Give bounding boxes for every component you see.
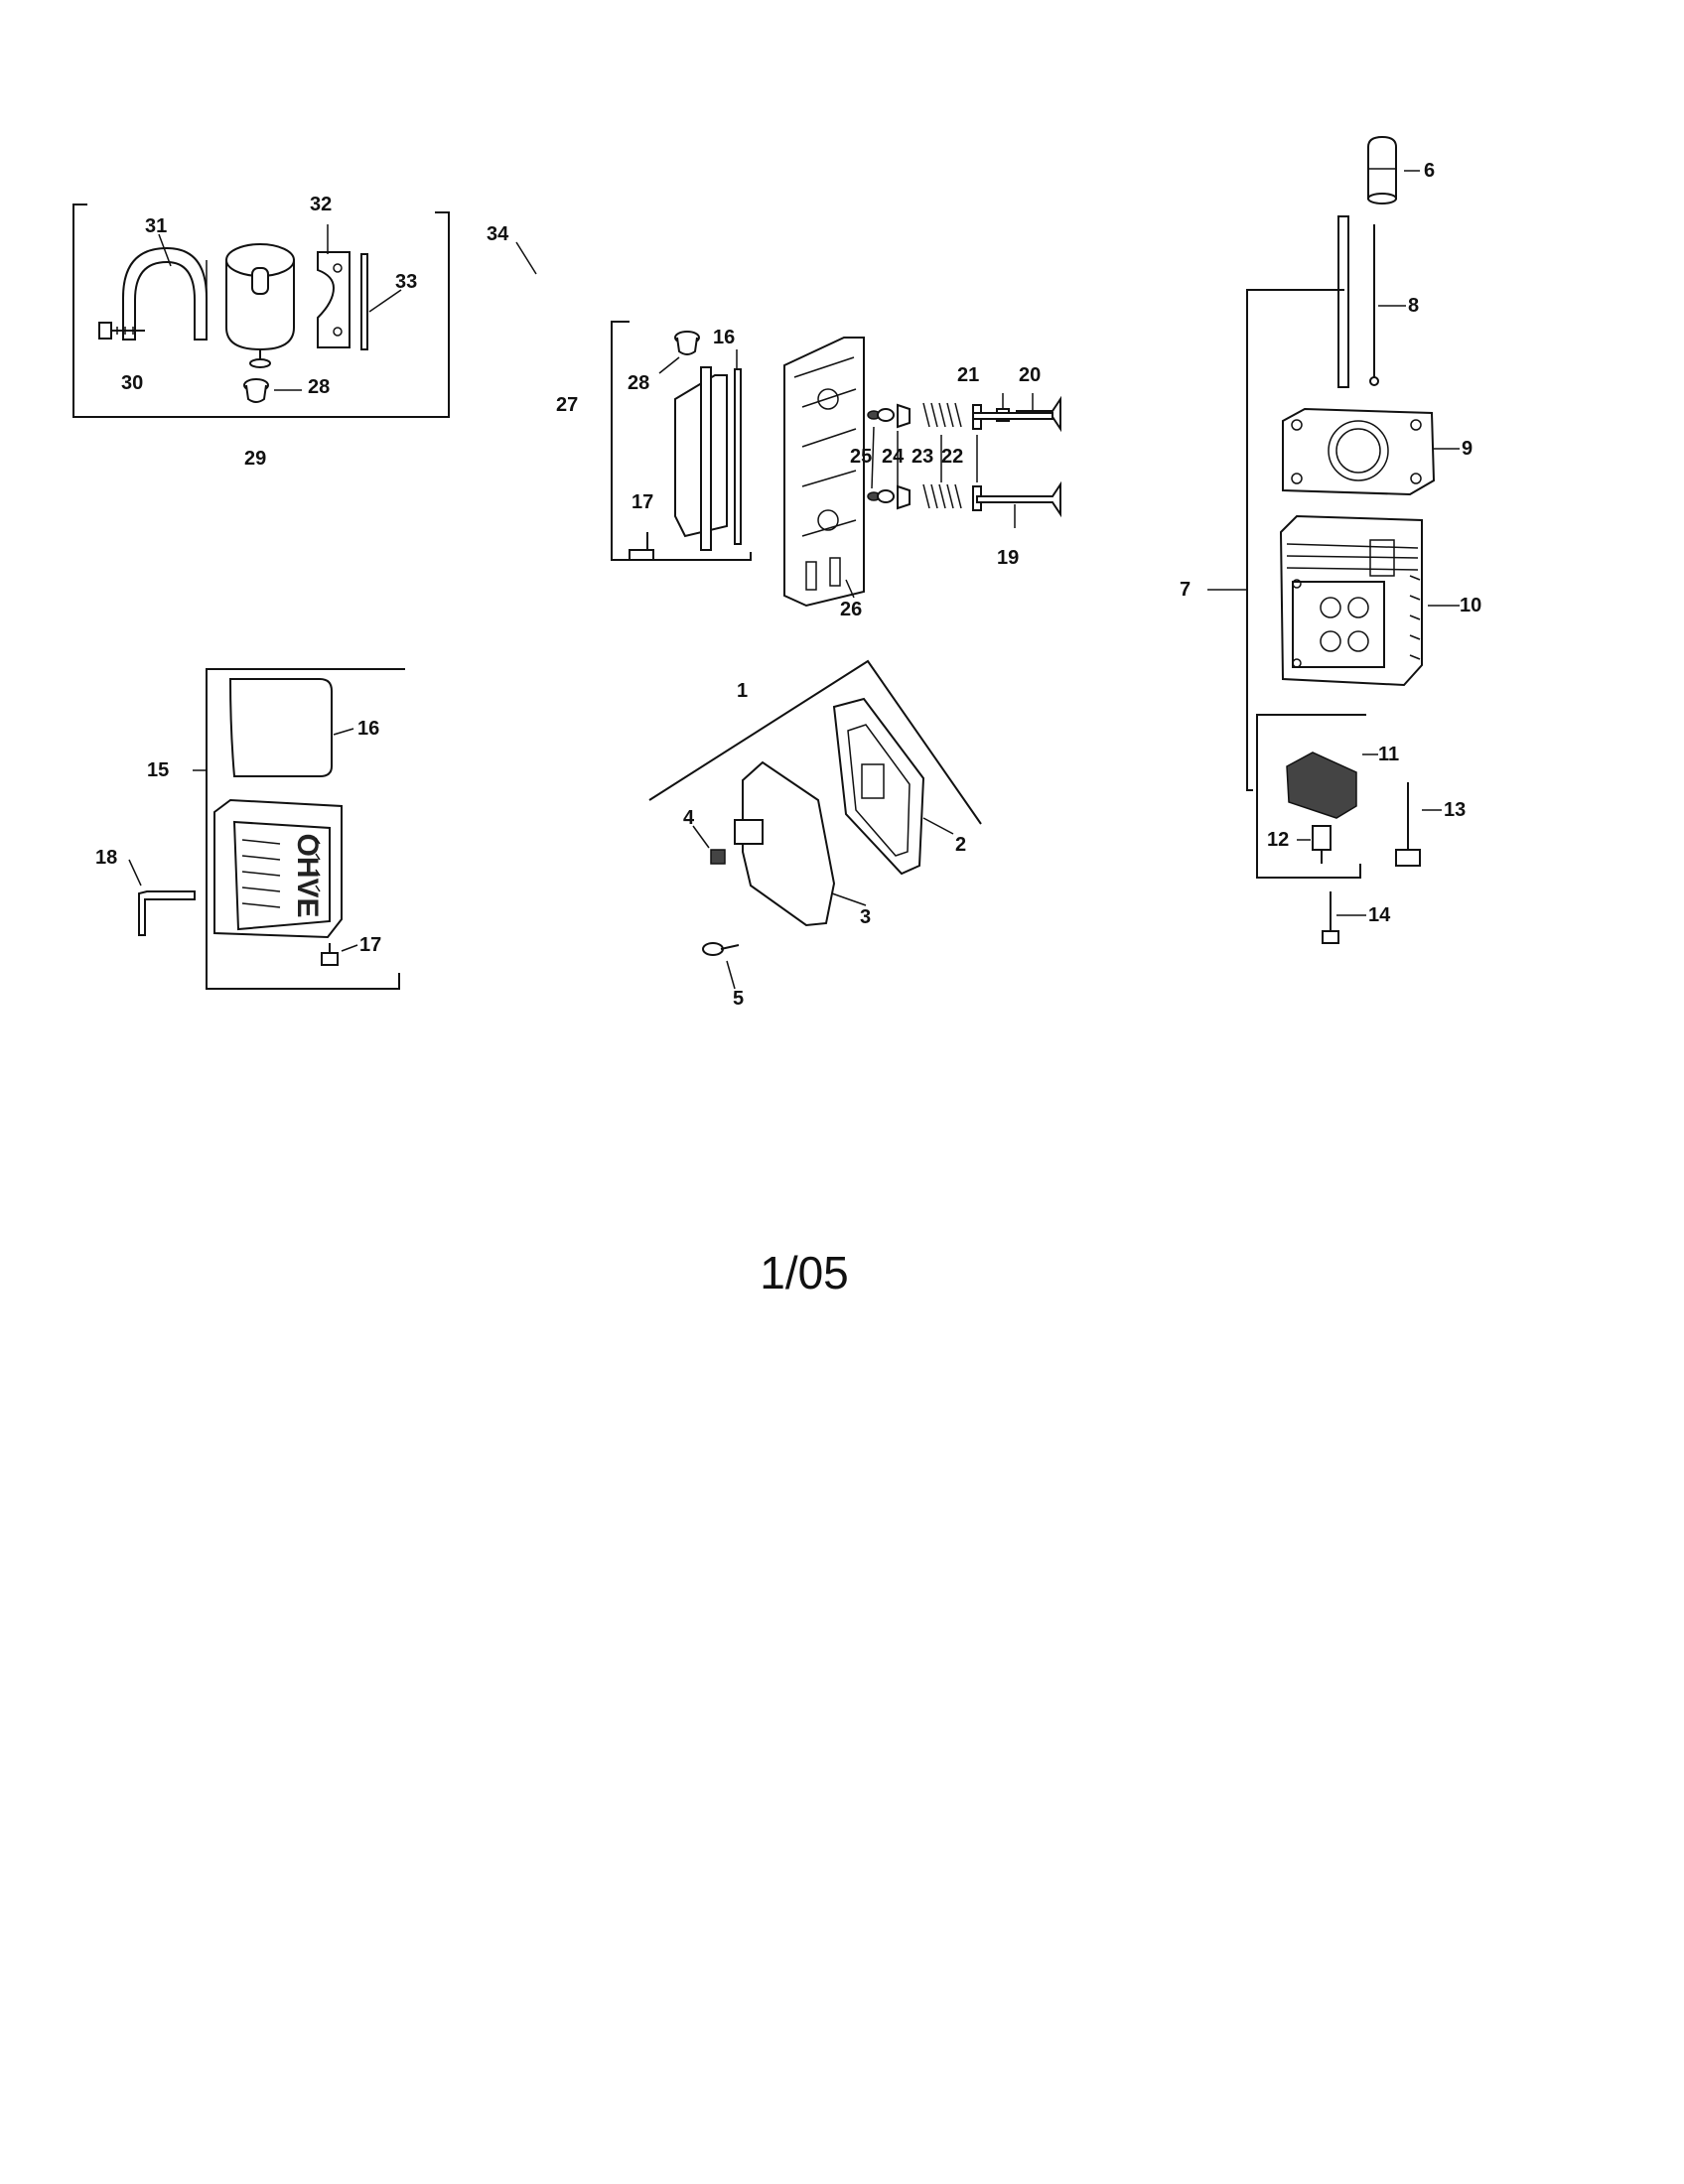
part-2-gasket: [832, 697, 925, 876]
part-31-clamp: [122, 246, 208, 341]
part-13-head-bolt: [1395, 782, 1442, 867]
part-3-cover: [742, 760, 836, 927]
part-valve-cover: OHVE: [213, 798, 343, 939]
callout-4: 4: [683, 807, 695, 829]
callout-33: 33: [395, 271, 417, 293]
part-33-gasket: [360, 253, 368, 350]
group-1-breather-assembly: [648, 659, 982, 990]
callout-8: 8: [1408, 295, 1419, 317]
group-7-cylinder-head-kit: [1207, 135, 1460, 944]
part-9-head-gasket: [1282, 407, 1436, 496]
part-18-bracket: [138, 890, 196, 936]
callout-26: 26: [840, 599, 862, 620]
part-16-gasket: [228, 678, 333, 777]
callout-13: 13: [1444, 799, 1466, 821]
callout-3: 3: [860, 906, 871, 928]
valve-cover-logo: OHVE: [291, 833, 324, 917]
valve-train: [867, 393, 1061, 528]
callout-10: 10: [1460, 595, 1481, 616]
callout-28a: 28: [628, 372, 649, 394]
part-32-bracket: [317, 251, 351, 348]
callout-34: 34: [487, 223, 509, 245]
part-10-cylinder-head: [1279, 514, 1460, 687]
callout-27: 27: [556, 394, 578, 416]
callout-32: 32: [310, 194, 332, 215]
callout-23: 23: [912, 446, 933, 468]
part-28-grommet: [243, 378, 269, 403]
callout-17a: 17: [632, 491, 653, 513]
part-12-pivot: [1312, 825, 1332, 851]
part-30-screw: [98, 322, 145, 340]
callout-9: 9: [1462, 438, 1473, 460]
part-5-screw: [702, 942, 740, 990]
part-34-hose: [510, 233, 611, 344]
callout-17b: 17: [359, 934, 381, 956]
callout-18: 18: [95, 847, 117, 869]
part-14-bolt: [1322, 891, 1366, 944]
callout-5: 5: [733, 988, 744, 1010]
part-6-lifter: [1367, 135, 1420, 205]
group-15-valve-cover: OHVE: [128, 668, 405, 990]
callout-11: 11: [1378, 744, 1399, 765]
callout-14: 14: [1368, 904, 1391, 926]
callout-24: 24: [882, 446, 905, 468]
callout-labels: 1 2 3 4 5 6 7 8 9 10 11 12 13 14 15 16 1…: [95, 160, 1481, 1010]
callout-31: 31: [145, 215, 167, 237]
callout-16b: 16: [357, 718, 379, 740]
callout-22: 22: [941, 446, 963, 468]
page-code: 1/05: [760, 1247, 849, 1298]
callout-6: 6: [1424, 160, 1435, 182]
callout-30: 30: [121, 372, 143, 394]
callout-1: 1: [737, 680, 748, 702]
part-11-rocker-arm: [1286, 751, 1357, 819]
callout-12: 12: [1267, 829, 1289, 851]
callout-7: 7: [1180, 579, 1191, 601]
group-29-filter-kit: [72, 204, 450, 418]
callout-29: 29: [244, 448, 266, 470]
part-17-screw: [321, 943, 358, 966]
callout-2: 2: [955, 834, 966, 856]
callout-20: 20: [1019, 364, 1041, 386]
callout-25: 25: [850, 446, 872, 468]
part-26-cylinder-head: [783, 337, 865, 608]
callout-16a: 16: [713, 327, 735, 348]
callout-21: 21: [957, 364, 979, 386]
callout-19: 19: [997, 547, 1019, 569]
part-filter-canister: [225, 243, 295, 368]
part-28b-grommet: [674, 331, 700, 355]
part-17b-screw: [629, 532, 654, 561]
callout-28b: 28: [308, 376, 330, 398]
callout-15: 15: [147, 759, 169, 781]
group-27-rocker-cover: [611, 321, 752, 561]
part-4-nut: [710, 849, 726, 865]
